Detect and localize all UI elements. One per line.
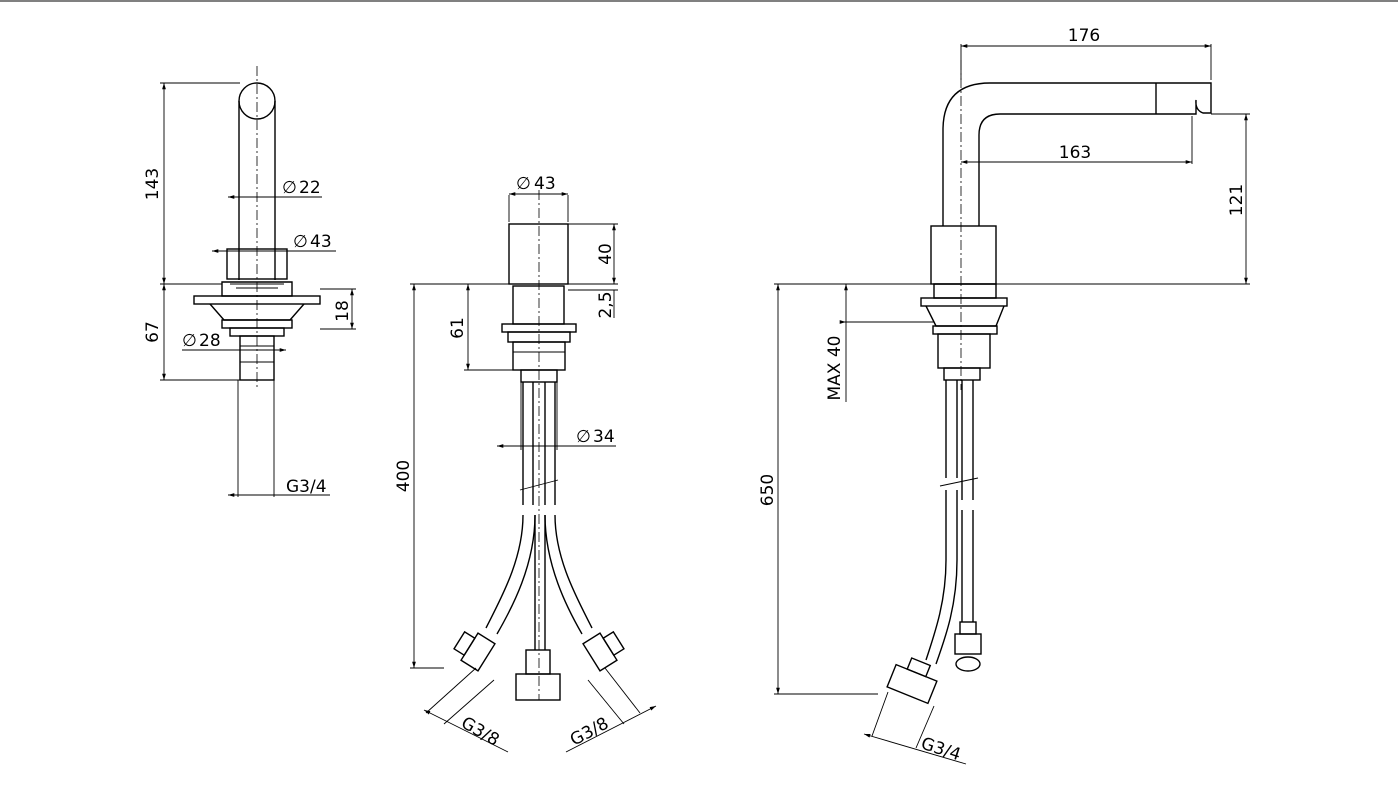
side-shank — [239, 335, 275, 381]
side-dim-43: 43 — [310, 232, 332, 252]
front-dim-g38-right: G3/8 — [567, 714, 612, 751]
side-dim-18: 18 — [333, 300, 353, 322]
front-dim-400: 400 — [394, 460, 414, 492]
profile-dim-121: 121 — [1227, 184, 1247, 216]
profile-view: 176 163 121 MAX 40 650 G3/4 — [758, 26, 1250, 765]
profile-nut-small — [954, 633, 982, 655]
front-dim-40: 40 — [596, 243, 616, 265]
front-body — [508, 223, 569, 285]
front-dim-34: 34 — [593, 427, 615, 447]
side-dim-67: 67 — [143, 321, 163, 343]
profile-dim-max40: MAX 40 — [825, 336, 845, 401]
front-dim-g38-left: G3/8 — [458, 713, 503, 751]
side-dim-28: 28 — [199, 331, 221, 351]
profile-dim-163: 163 — [1059, 143, 1091, 163]
side-dia-22-symbol: ∅ — [282, 178, 297, 198]
side-view: 143 67 ∅ 22 ∅ 43 18 ∅ 28 G3/4 — [143, 66, 356, 497]
front-right-nut — [582, 630, 625, 672]
side-dim-22: 22 — [299, 178, 321, 198]
side-dim-143: 143 — [143, 168, 163, 200]
profile-dim-176: 176 — [1068, 26, 1100, 46]
front-dim-61: 61 — [448, 317, 468, 339]
profile-spout — [942, 82, 1212, 226]
side-base-collar — [226, 248, 288, 280]
side-dim-g34: G3/4 — [286, 477, 327, 497]
front-view: ∅ 43 40 2,5 61 ∅ 34 400 G3/8 — [394, 174, 657, 753]
front-center-nut — [515, 673, 561, 701]
profile-nut-big — [886, 657, 938, 705]
side-dia-28-symbol: ∅ — [182, 331, 197, 351]
front-dia-34-symbol: ∅ — [576, 427, 591, 447]
front-dia-43-symbol: ∅ — [516, 174, 531, 194]
profile-body — [930, 225, 997, 285]
side-dia-43-symbol: ∅ — [293, 232, 308, 252]
profile-dim-650: 650 — [758, 474, 778, 506]
front-dim-43: 43 — [534, 174, 556, 194]
front-left-nut — [453, 630, 496, 672]
front-dim-2-5: 2,5 — [596, 291, 616, 318]
profile-dim-g34: G3/4 — [918, 734, 963, 766]
